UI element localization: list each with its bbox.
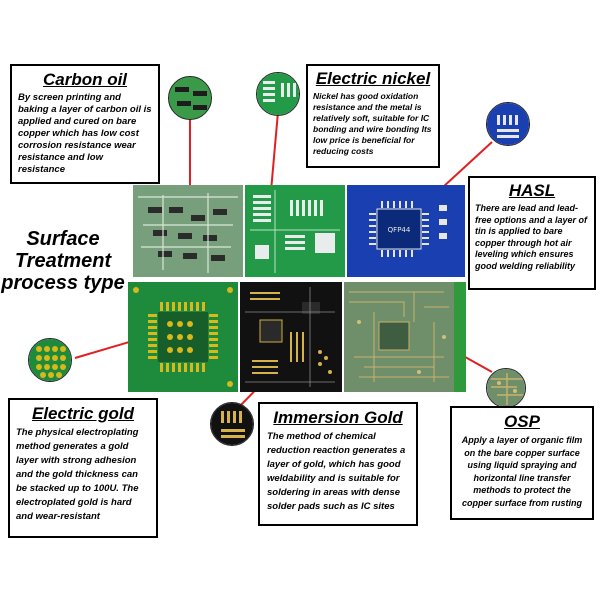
immersion-gold-description: The method of chemical reduction reactio… — [267, 431, 406, 512]
hasl-board-photo: QFP44 — [347, 185, 465, 277]
immersion-gold-board-photo — [240, 282, 342, 392]
carbon-oil-magnifier — [168, 76, 212, 120]
immersion-gold-magnifier — [210, 402, 254, 446]
immersion-gold-box: Immersion Gold The method of chemical re… — [258, 402, 418, 526]
osp-magnifier — [486, 368, 526, 408]
osp-description: Apply a layer of organic film on the bar… — [461, 435, 583, 508]
electric-gold-description: The physical electroplating method gener… — [16, 427, 139, 522]
electric-nickel-magnifier — [256, 72, 300, 116]
carbon-oil-box: Carbon oil By screen printing and baking… — [10, 64, 160, 184]
electric-nickel-title: Electric nickel — [315, 69, 431, 88]
hasl-description: There are lead and lead-free options and… — [475, 203, 588, 271]
center-title-line-2: Treatment — [14, 250, 112, 272]
center-title-line-3: process type — [1, 272, 125, 294]
hasl-magnifier — [486, 102, 530, 146]
center-title: Surface Treatment process type — [0, 228, 126, 294]
immersion-gold-title: Immersion Gold — [273, 408, 403, 427]
carbon-oil-title: Carbon oil — [42, 70, 128, 89]
osp-title: OSP — [504, 412, 540, 431]
hasl-chip-label: QFP44 — [388, 226, 411, 234]
carbon-oil-description: By screen printing and baking a layer of… — [18, 92, 152, 175]
hasl-box: HASL There are lead and lead-free option… — [468, 176, 596, 290]
electric-gold-box: Electric gold The physical electroplatin… — [8, 398, 158, 538]
hasl-title: HASL — [508, 181, 556, 200]
electric-gold-title: Electric gold — [31, 404, 135, 423]
carbon-oil-board-photo — [133, 185, 243, 277]
osp-box: OSP Apply a layer of organic film on the… — [450, 406, 594, 520]
electric-gold-board-photo — [128, 282, 238, 392]
electric-gold-magnifier — [28, 338, 72, 382]
electric-nickel-description: Nickel has good oxidation resistance and… — [313, 91, 432, 156]
electric-nickel-board-photo — [245, 185, 345, 277]
osp-board-photo — [344, 282, 466, 392]
center-title-line-1: Surface — [26, 228, 100, 250]
electric-nickel-box: Electric nickel Nickel has good oxidatio… — [306, 64, 440, 168]
